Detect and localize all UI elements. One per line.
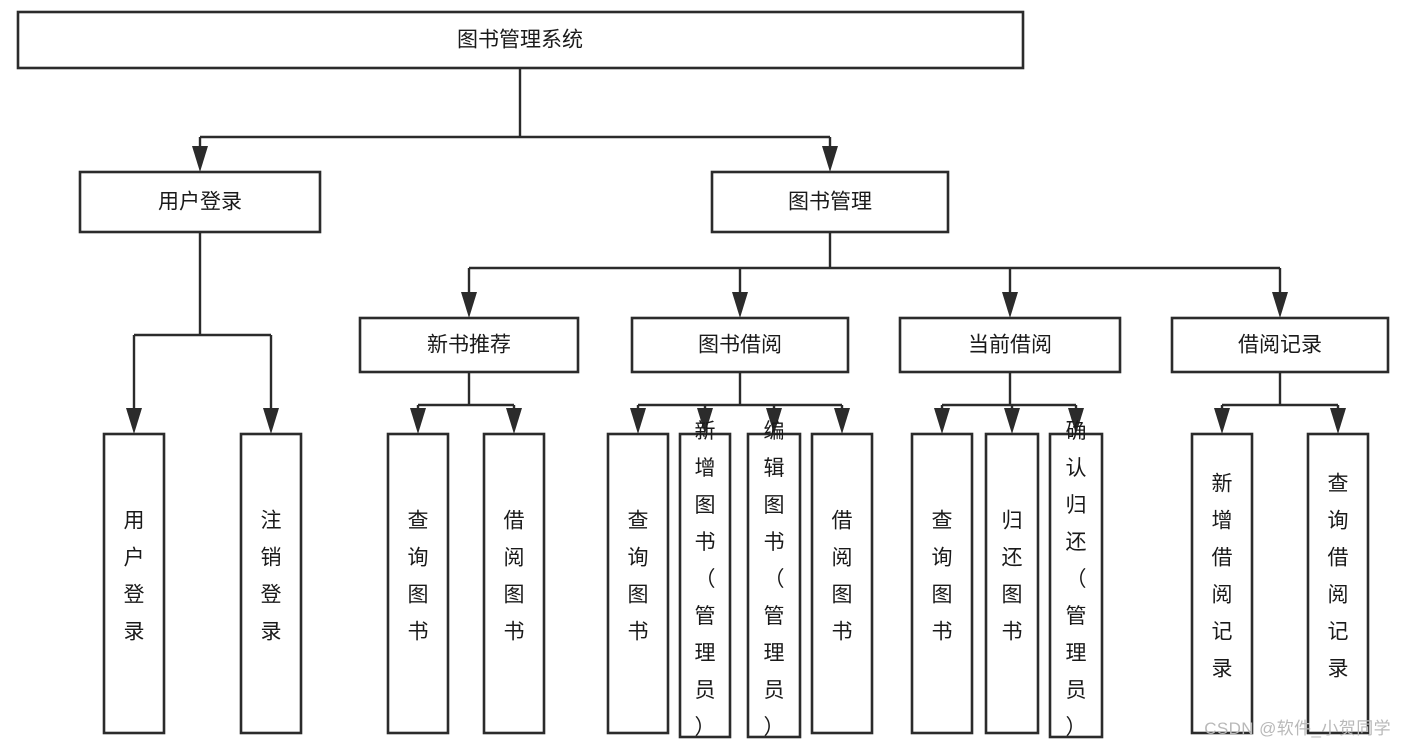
node-leaf-add-book-admin-box[interactable] — [678, 432, 732, 739]
node-user-login-label: 用户登录 — [158, 191, 242, 214]
node-current-borrow-label: 当前借阅 — [968, 334, 1052, 357]
node-leaf-query-book-borrow-label: 查询图书 — [628, 510, 649, 644]
node-user-login-box[interactable] — [78, 170, 322, 234]
node-leaf-query-book-current-box[interactable] — [910, 432, 974, 735]
node-current-borrow[interactable]: 当前借阅 — [898, 316, 1122, 374]
node-book-borrow-label: 图书借阅 — [698, 334, 782, 357]
arrow-to-borrow-records — [1272, 292, 1288, 318]
node-user-login[interactable]: 用户登录 — [78, 170, 322, 234]
node-leaf-query-borrow-record-box[interactable] — [1306, 432, 1370, 735]
node-book-borrow[interactable]: 图书借阅 — [630, 316, 850, 374]
node-leaf-add-borrow-record[interactable]: 新增借阅记录 — [1190, 432, 1254, 735]
arrow-to-leaf-borrow-book-recommend — [506, 408, 522, 434]
node-leaf-user-logout[interactable]: 注销登录 — [239, 432, 303, 735]
node-leaf-user-logout-box[interactable] — [239, 432, 303, 735]
arrow-to-leaf-confirm-return-admin — [1068, 408, 1084, 434]
connector-book-management-children — [461, 232, 1288, 318]
connector-book-borrow-children — [630, 372, 850, 434]
node-leaf-confirm-return-admin-label: 确认归还（管理员） — [1066, 420, 1087, 739]
node-leaf-query-borrow-record-label: 查询借阅记录 — [1328, 473, 1349, 681]
node-leaf-add-borrow-record-label: 新增借阅记录 — [1212, 473, 1233, 681]
node-borrow-records[interactable]: 借阅记录 — [1170, 316, 1390, 374]
csdn-watermark: CSDN @软件_小贺同学 — [1204, 719, 1391, 738]
arrow-to-user-login — [192, 146, 208, 172]
node-leaf-query-book-recommend-label: 查询图书 — [408, 510, 429, 644]
connector-root-to-level2 — [192, 68, 838, 172]
node-leaf-query-book-recommend[interactable]: 查询图书 — [386, 432, 450, 735]
arrow-to-current-borrow — [1002, 292, 1018, 318]
node-leaf-borrow-book[interactable]: 借阅图书 — [810, 432, 874, 735]
node-root-label: 图书管理系统 — [457, 29, 583, 52]
node-borrow-records-box[interactable] — [1170, 316, 1390, 374]
node-leaf-query-borrow-record[interactable]: 查询借阅记录 — [1306, 432, 1370, 735]
node-current-borrow-box[interactable] — [898, 316, 1122, 374]
node-leaf-edit-book-admin[interactable]: 编辑图书（管理员） — [746, 420, 802, 739]
node-leaf-user-logout-label: 注销登录 — [261, 510, 282, 644]
node-leaf-borrow-book-recommend-label: 借阅图书 — [504, 510, 525, 644]
node-root-box[interactable] — [16, 10, 1025, 70]
node-leaf-borrow-book-label: 借阅图书 — [832, 510, 853, 644]
node-leaf-borrow-book-recommend-box[interactable] — [482, 432, 546, 735]
node-leaf-user-login-label: 用户登录 — [124, 510, 145, 644]
node-leaf-add-borrow-record-box[interactable] — [1190, 432, 1254, 735]
arrow-to-book-borrow — [732, 292, 748, 318]
arrow-to-leaf-query-book-current — [934, 408, 950, 434]
arrow-to-leaf-query-book-borrow — [630, 408, 646, 434]
node-leaf-return-book[interactable]: 归还图书 — [984, 432, 1040, 735]
connector-borrow-records-children — [1214, 372, 1346, 434]
arrow-to-leaf-add-borrow-record — [1214, 408, 1230, 434]
node-leaf-query-book-recommend-box[interactable] — [386, 432, 450, 735]
node-root[interactable]: 图书管理系统 — [16, 10, 1025, 70]
connector-new-book-recommend-children — [410, 372, 522, 434]
node-leaf-confirm-return-admin-box[interactable] — [1048, 432, 1104, 739]
node-leaf-edit-book-admin-label: 编辑图书（管理员） — [764, 420, 785, 739]
node-book-management-box[interactable] — [710, 170, 950, 234]
node-leaf-edit-book-admin-box[interactable] — [746, 432, 802, 739]
node-leaf-add-book-admin[interactable]: 新增图书（管理员） — [678, 420, 732, 739]
arrow-to-leaf-query-borrow-record — [1330, 408, 1346, 434]
node-leaf-query-book-borrow-box[interactable] — [606, 432, 670, 735]
arrow-to-leaf-add-book-admin — [697, 408, 713, 434]
node-leaf-query-book-current-label: 查询图书 — [932, 510, 953, 644]
node-leaf-user-login[interactable]: 用户登录 — [102, 432, 166, 735]
node-new-book-recommend[interactable]: 新书推荐 — [358, 316, 580, 374]
arrow-to-leaf-query-book-recommend — [410, 408, 426, 434]
node-leaf-return-book-label: 归还图书 — [1002, 510, 1023, 644]
connector-layer — [126, 68, 1346, 434]
arrow-to-leaf-user-logout — [263, 408, 279, 434]
arrow-to-book-management — [822, 146, 838, 172]
arrow-to-leaf-user-login — [126, 408, 142, 434]
node-leaf-confirm-return-admin[interactable]: 确认归还（管理员） — [1048, 420, 1104, 739]
node-new-book-recommend-box[interactable] — [358, 316, 580, 374]
connector-user-login-children — [126, 232, 279, 434]
arrow-to-leaf-return-book — [1004, 408, 1020, 434]
node-leaf-query-book-current[interactable]: 查询图书 — [910, 432, 974, 735]
node-leaf-borrow-book-box[interactable] — [810, 432, 874, 735]
arrow-to-new-book-recommend — [461, 292, 477, 318]
node-leaf-query-book-borrow[interactable]: 查询图书 — [606, 432, 670, 735]
arrow-to-leaf-borrow-book — [834, 408, 850, 434]
node-book-borrow-box[interactable] — [630, 316, 850, 374]
leaf-node-layer: 用户登录 注销登录 查询图书 借阅图书 查询图书 新增图书（管理员） — [102, 420, 1370, 739]
connector-current-borrow-children — [934, 372, 1084, 434]
node-leaf-return-book-box[interactable] — [984, 432, 1040, 735]
node-leaf-user-login-box[interactable] — [102, 432, 166, 735]
arrow-to-leaf-edit-book-admin — [766, 408, 782, 434]
node-new-book-recommend-label: 新书推荐 — [427, 334, 511, 357]
node-borrow-records-label: 借阅记录 — [1238, 334, 1322, 357]
node-leaf-borrow-book-recommend[interactable]: 借阅图书 — [482, 432, 546, 735]
node-leaf-add-book-admin-label: 新增图书（管理员） — [695, 420, 716, 739]
node-book-management[interactable]: 图书管理 — [710, 170, 950, 234]
node-book-management-label: 图书管理 — [788, 191, 872, 214]
